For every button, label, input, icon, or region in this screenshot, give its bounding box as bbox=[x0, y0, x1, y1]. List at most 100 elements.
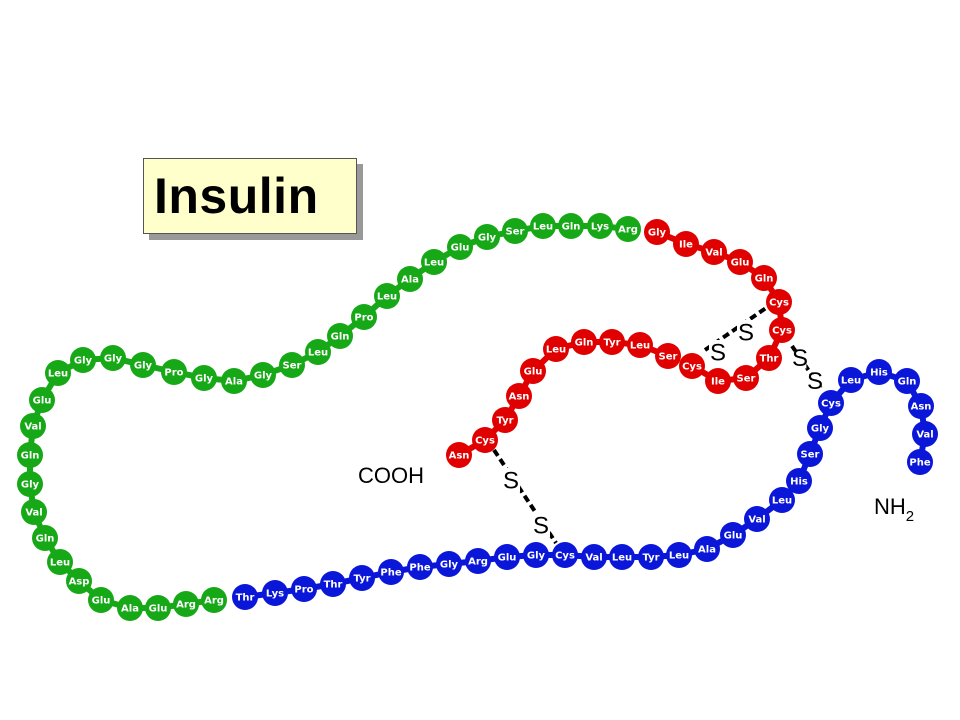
residue-thr: Thr bbox=[756, 345, 782, 371]
residue-val: Val bbox=[21, 499, 47, 525]
residue-label: Gly bbox=[134, 361, 153, 372]
residue-cys: Cys bbox=[552, 542, 578, 568]
residue-label: Ser bbox=[737, 374, 756, 385]
residue-cys: Cys bbox=[472, 427, 498, 453]
residue-leu: Leu bbox=[666, 542, 692, 568]
residue-label: Thr bbox=[760, 354, 779, 365]
residue-asp: Asp bbox=[66, 568, 92, 594]
residue-label: Gln bbox=[575, 338, 594, 349]
residue-bead bbox=[786, 468, 812, 494]
residue-label: Val bbox=[25, 508, 42, 519]
residue-bead bbox=[472, 427, 498, 453]
sulfur-label: S bbox=[792, 345, 808, 372]
residue-bead bbox=[47, 549, 73, 575]
residue-cys: Cys bbox=[766, 289, 792, 315]
residue-glu: Glu bbox=[727, 249, 753, 275]
residue-bead bbox=[520, 358, 546, 384]
residue-bead bbox=[20, 413, 46, 439]
residue-bead bbox=[530, 213, 556, 239]
residue-phe: Phe bbox=[378, 559, 404, 585]
residue-label: Gly bbox=[478, 233, 497, 244]
residue-bead bbox=[17, 442, 43, 468]
residue-label: Gly bbox=[254, 371, 273, 382]
residue-thr: Thr bbox=[320, 571, 346, 597]
residue-label: Val bbox=[24, 422, 41, 433]
residue-bead bbox=[327, 323, 353, 349]
residue-bead bbox=[70, 347, 96, 373]
residue-ala: Ala bbox=[221, 368, 247, 394]
residue-phe: Phe bbox=[907, 449, 933, 475]
residue-bead bbox=[21, 499, 47, 525]
residue-glu: Glu bbox=[447, 234, 473, 260]
residue-bead bbox=[305, 339, 331, 365]
residue-label: Asp bbox=[69, 577, 90, 588]
residue-label: Leu bbox=[424, 258, 444, 269]
residue-bead bbox=[907, 449, 933, 475]
residue-bead bbox=[769, 317, 795, 343]
residue-bead bbox=[506, 383, 532, 409]
residue-label: Ala bbox=[225, 377, 243, 388]
residue-bead bbox=[769, 487, 795, 513]
residue-bead bbox=[17, 471, 43, 497]
residue-cys: Cys bbox=[679, 353, 705, 379]
residue-bead bbox=[655, 343, 681, 369]
residue-bead bbox=[474, 224, 500, 250]
residue-ser: Ser bbox=[797, 441, 823, 467]
residue-bead bbox=[407, 554, 433, 580]
title-box: Insulin bbox=[143, 158, 357, 234]
residue-label: Cys bbox=[769, 298, 789, 309]
residue-label: Tyr bbox=[603, 338, 620, 349]
residue-his: His bbox=[866, 359, 892, 385]
residue-label: Glu bbox=[149, 604, 168, 615]
residue-asn: Asn bbox=[506, 383, 532, 409]
residue-bead bbox=[221, 368, 247, 394]
residue-val: Val bbox=[744, 506, 770, 532]
residue-bead bbox=[912, 421, 938, 447]
residue-bead bbox=[45, 360, 71, 386]
residue-label: Tyr bbox=[353, 574, 370, 585]
residue-bead bbox=[756, 345, 782, 371]
residue-gln: Gln bbox=[32, 525, 58, 551]
residue-label: Arg bbox=[468, 557, 488, 568]
residue-bead bbox=[29, 387, 55, 413]
residue-bead bbox=[100, 345, 126, 371]
residue-label: Phe bbox=[409, 563, 430, 574]
residue-his: His bbox=[786, 468, 812, 494]
residue-label: Cys bbox=[555, 551, 575, 562]
residue-label: Thr bbox=[324, 580, 343, 591]
residue-ile: Ile bbox=[705, 368, 731, 394]
residue-label: Asn bbox=[449, 451, 470, 462]
residue-leu: Leu bbox=[47, 549, 73, 575]
residue-leu: Leu bbox=[45, 360, 71, 386]
residue-leu: Leu bbox=[374, 283, 400, 309]
residue-label: Thr bbox=[236, 593, 255, 604]
residue-bead bbox=[492, 407, 518, 433]
residue-bead bbox=[349, 565, 375, 591]
residue-ala: Ala bbox=[117, 595, 143, 621]
residue-label: His bbox=[870, 368, 888, 379]
residue-label: Leu bbox=[308, 348, 328, 359]
residue-ala: Ala bbox=[694, 536, 720, 562]
residue-bead bbox=[191, 365, 217, 391]
residue-label: Gly bbox=[104, 354, 123, 365]
sulfur-backdrop bbox=[532, 513, 550, 537]
residue-bead bbox=[627, 332, 653, 358]
residue-label: Leu bbox=[612, 553, 632, 564]
residue-ser: Ser bbox=[733, 365, 759, 391]
residue-label: Ala bbox=[401, 275, 419, 286]
residue-glu: Glu bbox=[88, 587, 114, 613]
residue-bead bbox=[894, 368, 920, 394]
residue-label: Gly bbox=[527, 551, 546, 562]
residue-bead bbox=[609, 544, 635, 570]
residue-pro: Pro bbox=[291, 576, 317, 602]
residue-gly: Gly bbox=[436, 551, 462, 577]
residue-label: Val bbox=[705, 248, 722, 259]
residue-label: Glu bbox=[524, 367, 543, 378]
residue-label: Leu bbox=[533, 222, 553, 233]
residue-tyr: Tyr bbox=[599, 329, 625, 355]
residue-bead bbox=[378, 559, 404, 585]
residue-label: Glu bbox=[498, 553, 517, 564]
residue-arg: Arg bbox=[173, 591, 199, 617]
residue-bead bbox=[320, 571, 346, 597]
residue-bead bbox=[615, 216, 641, 242]
